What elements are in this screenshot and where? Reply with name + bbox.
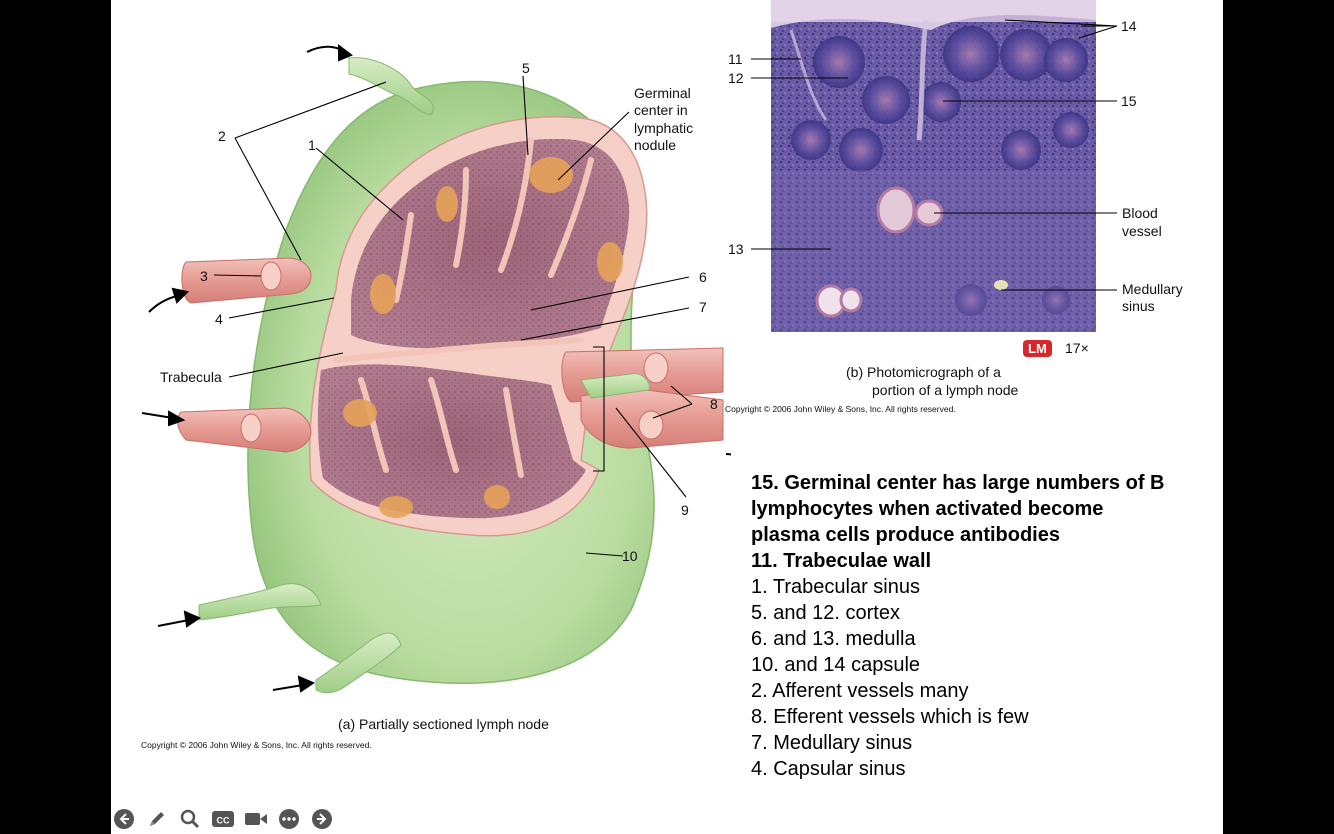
label-7: 7 <box>699 299 707 315</box>
magnification: 17× <box>1065 340 1089 356</box>
lower-cortex-texture <box>317 364 586 519</box>
label-4: 4 <box>215 311 223 327</box>
note-line: 2. Afferent vessels many <box>751 680 969 702</box>
note-line: plasma cells produce antibodies <box>751 524 1060 546</box>
lymph-node-illustration <box>141 44 731 694</box>
micrograph-leader-lines <box>751 19 1118 291</box>
label-3: 3 <box>200 268 208 284</box>
blood-vessel-cross-sections <box>815 186 1008 318</box>
label-blood-1: Blood <box>1122 205 1158 221</box>
figure-b-caption-1: (b) Photomicrograph of a <box>846 364 1001 380</box>
flow-arrows <box>141 44 731 693</box>
label-germinal-2: center in <box>634 102 688 118</box>
closed-caption-text: CC <box>217 816 230 826</box>
figure-b-copyright: Copyright © 2006 John Wiley & Sons, Inc.… <box>725 404 956 414</box>
note-line: 8. Efferent vessels which is few <box>751 706 1029 728</box>
afferent-vessel-bottom-2 <box>315 632 402 694</box>
label-15: 15 <box>1121 93 1137 109</box>
label-14: 14 <box>1121 18 1137 34</box>
more-icon[interactable] <box>277 807 301 831</box>
label-10: 10 <box>622 548 638 564</box>
label-9: 9 <box>681 502 689 518</box>
label-12: 12 <box>728 70 744 86</box>
afferent-vessel-top <box>348 57 434 116</box>
label-8: 8 <box>710 396 718 412</box>
pen-icon[interactable] <box>145 807 169 831</box>
label-germinal-1: Germinal <box>634 85 691 101</box>
label-trabecula: Trabecula <box>160 369 222 385</box>
germinal-centers <box>343 157 623 518</box>
label-11: 11 <box>728 51 743 67</box>
label-2: 2 <box>218 128 226 144</box>
label-blood-2: vessel <box>1122 223 1162 239</box>
label-medullary-2: sinus <box>1122 298 1155 314</box>
label-germinal-3: lymphatic <box>634 120 694 136</box>
afferent-vessels-left <box>177 257 312 453</box>
efferent-vessels <box>561 347 724 449</box>
label-medullary-1: Medullary <box>1122 281 1183 297</box>
note-line: 1. Trabecular sinus <box>751 576 920 598</box>
label-6: 6 <box>699 269 707 285</box>
note-line: 10. and 14 capsule <box>751 654 921 676</box>
label-1: 1 <box>308 137 316 153</box>
label-germinal-4: nodule <box>634 137 677 153</box>
figure-b-caption-2: portion of a lymph node <box>872 382 1019 398</box>
figure-a-copyright: Copyright © 2006 John Wiley & Sons, Inc.… <box>141 740 372 750</box>
photomicrograph <box>771 0 1096 332</box>
video-icon[interactable] <box>244 807 268 831</box>
presentation-toolbar: CC <box>112 806 334 832</box>
lm-badge: LM <box>1023 340 1052 357</box>
closed-caption-icon[interactable]: CC <box>211 807 235 831</box>
trabeculae <box>333 137 594 478</box>
back-arrow-icon[interactable] <box>112 807 136 831</box>
slide: 2 1 5 Germinal center in lymphatic nodul… <box>111 0 1223 834</box>
figure-a-caption: (a) Partially sectioned lymph node <box>338 716 549 732</box>
zoom-icon[interactable] <box>178 807 202 831</box>
note-line: 7. Medullary sinus <box>751 732 913 754</box>
note-line: 4. Capsular sinus <box>751 758 906 780</box>
afferent-vessel-bottom-1 <box>198 583 322 621</box>
notes-list: 15. Germinal center has large numbers of… <box>751 470 1221 782</box>
label-13: 13 <box>728 241 744 257</box>
note-line: 11. Trabeculae wall <box>751 550 932 572</box>
label-5: 5 <box>522 60 530 76</box>
note-line: 6. and 13. medulla <box>751 628 916 650</box>
note-line: 15. Germinal center has large numbers of… <box>751 472 1165 494</box>
leader-lines <box>213 75 693 557</box>
forward-arrow-icon[interactable] <box>310 807 334 831</box>
note-line: 5. and 12. cortex <box>751 602 900 624</box>
note-line: lymphocytes when activated become <box>751 498 1104 520</box>
